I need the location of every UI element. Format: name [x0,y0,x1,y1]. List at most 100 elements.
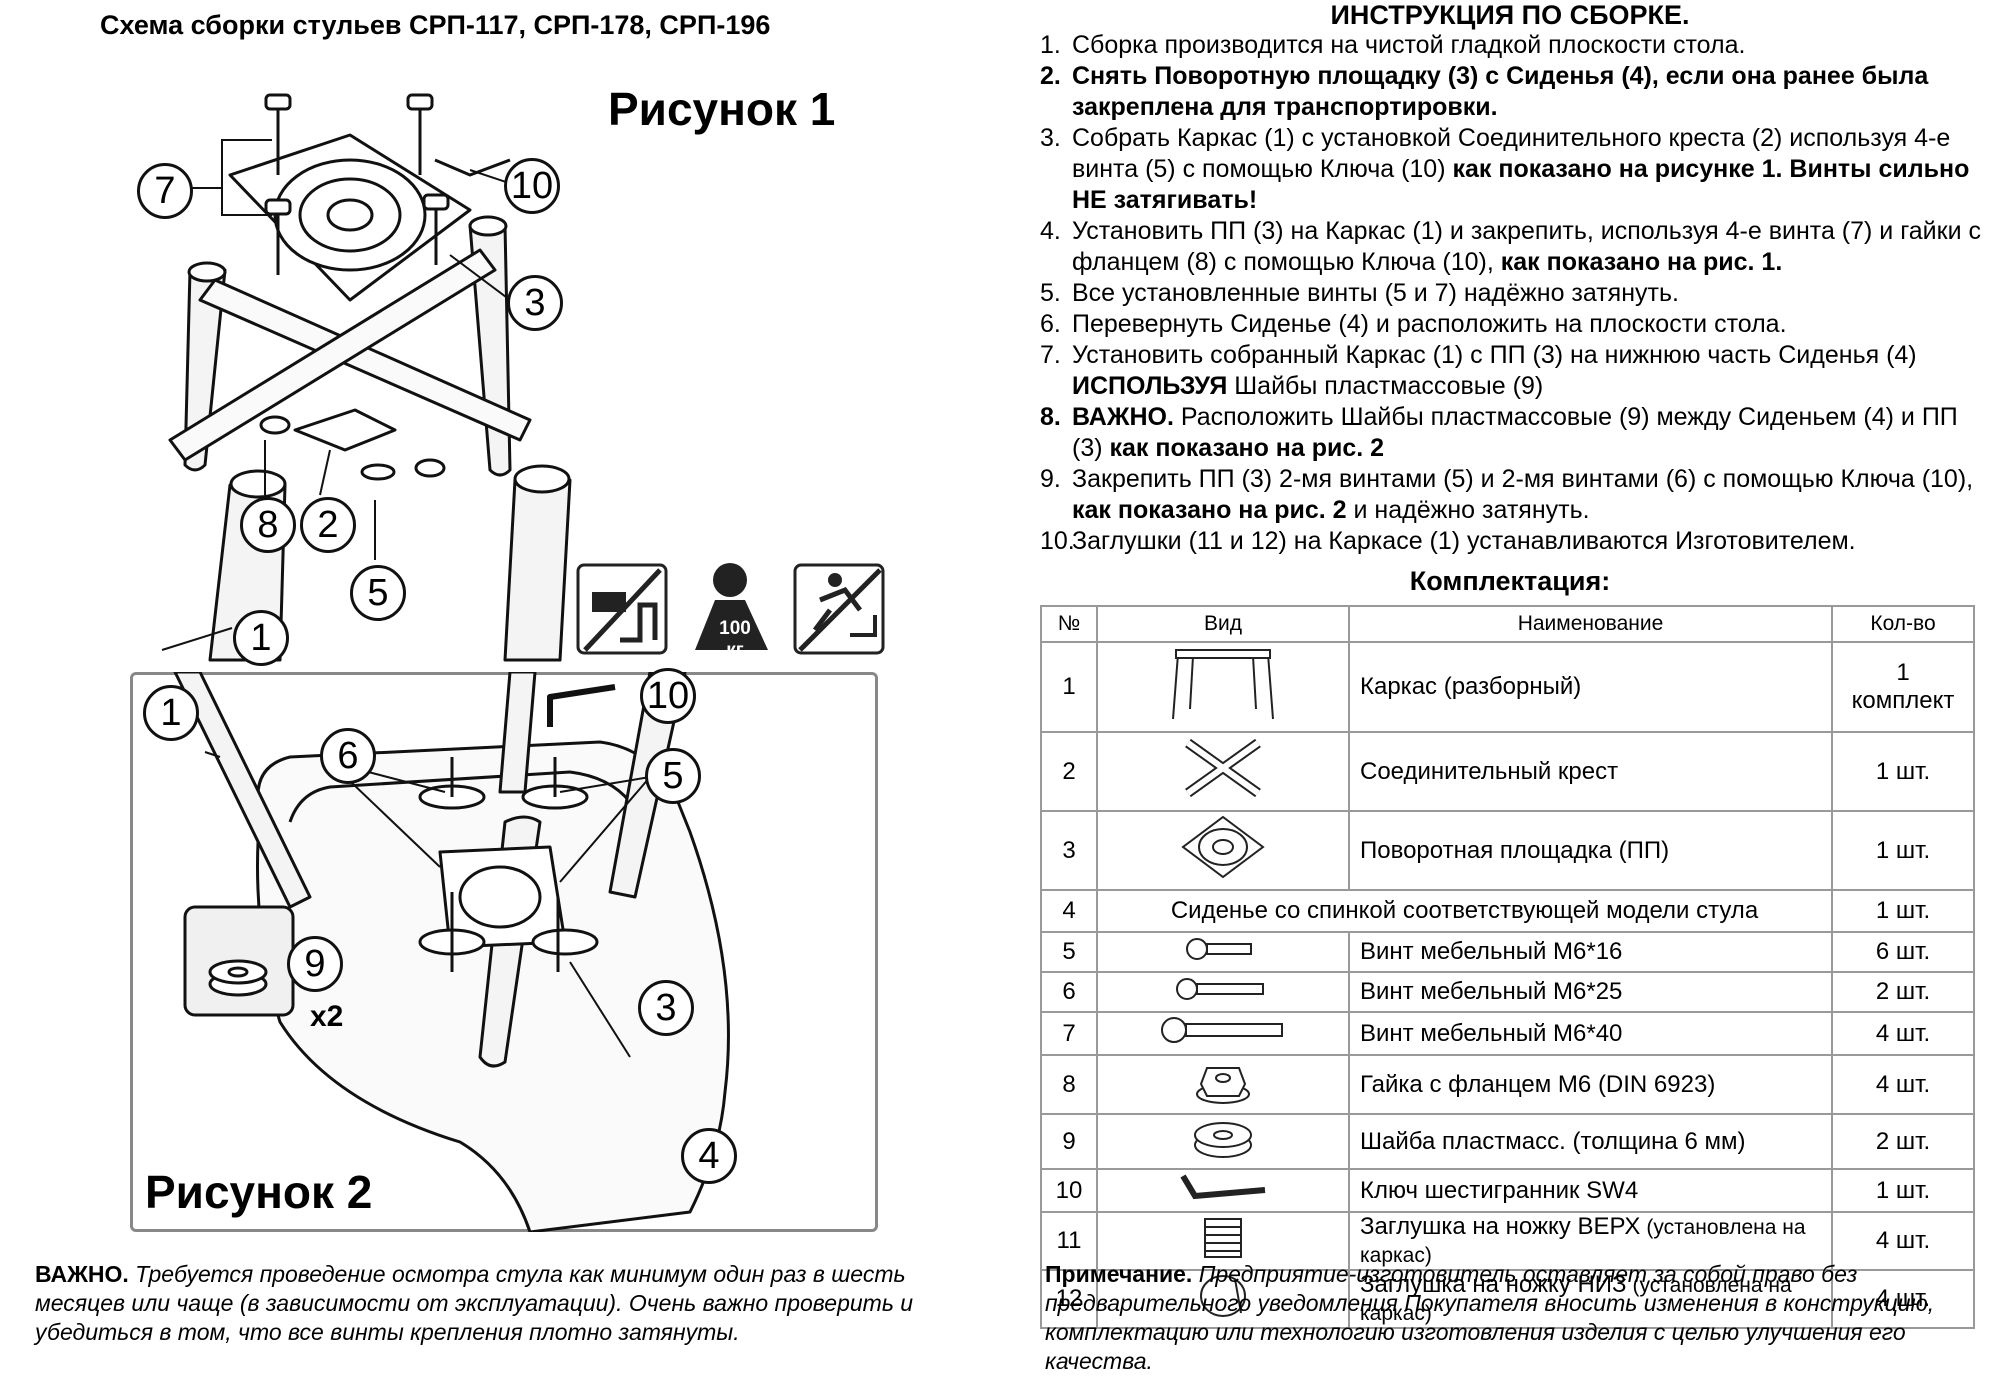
kit-table: № Вид Наименование Кол-во 1 Каркас (разбо… [1040,605,1975,1329]
step-text-part: Перевернуть Сиденье (4) и расположить на… [1072,310,1787,338]
kit-row-name: Соединительный крест [1348,731,1833,812]
important-label: ВАЖНО. [35,1261,129,1287]
step-number: 4. [1040,217,1061,245]
kit-row-name-text: Гайка с фланцем М6 (DIN 6923) [1360,1070,1716,1098]
kit-row-name-note: (установлена на каркас) [1360,1216,1806,1267]
step-text-part: Заглушки (11 и 12) на Каркасе (1) устана… [1072,527,1856,555]
kit-row-num: 4 [1040,889,1098,933]
step-text-part: ИСПОЛЬЗУЯ [1072,372,1228,400]
step-text: Установить собранный Каркас (1) с ПП (3)… [1072,340,1985,402]
kit-row-name: Винт мебельный М6*40 [1348,1011,1833,1056]
kit-header-row: № Вид Наименование Кол-во [1040,605,1975,643]
step-text: Перевернуть Сиденье (4) и расположить на… [1072,309,1985,340]
step-text-part: как показано на рис. 2 [1072,496,1347,524]
step-number: 5. [1040,279,1061,307]
step-5: 5.Все установленные винты (5 и 7) надёжн… [1040,278,1985,309]
callout-6-fig2: 6 [320,728,376,784]
step-10: 10. Заглушки (11 и 12) на Каркасе (1) ус… [1040,526,1985,557]
kit-row-name: Сиденье со спинкой соответствующей модел… [1096,889,1833,933]
kit-row-view [1096,971,1350,1013]
kit-row-name-text: Заглушка на ножку НИЗ [1360,1271,1627,1298]
step-number: 2. [1040,62,1061,90]
assembly-steps: 1. Сборка производится на чистой гладкой … [1040,30,1985,557]
kit-row-num: 1 [1040,641,1098,733]
important-text: Требуется проведение осмотра стула как м… [35,1261,914,1345]
col-name-header: Наименование [1348,605,1833,643]
callout-7: 7 [137,163,193,219]
step-number: 9. [1040,465,1061,493]
kit-row-name: Ключ шестигранник SW4 [1348,1168,1833,1213]
kit-row-view [1096,810,1350,891]
step-text-part: Установить собранный Каркас (1) с ПП (3)… [1072,341,1917,369]
callout-2: 2 [300,497,356,553]
cross-icon [1178,733,1268,810]
step-text-part: Сборка производится на чистой гладкой пл… [1072,31,1746,59]
kit-row-num: 7 [1040,1011,1098,1056]
callout-3: 3 [507,275,563,331]
step-text-part: как показано на рисунке 1. Винты сильно … [1072,155,1970,214]
step-text-part: Установить ПП (3) на Каркас (1) и закреп… [1072,217,1981,276]
kit-row-name: Каркас (разборный) [1348,641,1833,733]
step-number: 7. [1040,341,1061,369]
top-cap-icon [1193,1215,1253,1268]
kit-row-qty: 4 шт. [1831,1011,1975,1056]
washer-icon [1188,1115,1258,1168]
step-number: 8. [1040,403,1061,431]
kit-row: 8 Гайка с фланцем М6 (DIN 6923) 4 шт. [1040,1054,1975,1115]
washer-multiplier: x2 [310,1000,344,1033]
callout-3-fig2: 3 [638,980,694,1036]
kit-row-num: 8 [1040,1054,1098,1115]
kit-row-name-text: Винт мебельный М6*16 [1360,938,1623,965]
figure-1-title: Рисунок 1 [608,83,836,135]
step-3: 3. Собрать Каркас (1) с установкой Соедин… [1040,123,1985,216]
kit-row-view [1096,931,1350,973]
kit-row-name: Винт мебельный М6*16 [1348,931,1833,973]
callout-5: 5 [350,565,406,621]
callout-4-fig2: 4 [681,1128,737,1184]
frame-icon [1158,644,1288,731]
callout-9-fig2: 9 [287,936,343,992]
kit-row-num: 10 [1040,1168,1098,1213]
step-text: ВАЖНО. Расположить Шайбы пластмассовые (… [1072,402,1985,464]
note-text: Предприятие-изготовитель оставляет за со… [1045,1261,1935,1374]
kit-row-qty: 4 шт. [1831,1054,1975,1115]
step-text-part: Шайбы пластмассовые (9) [1227,372,1544,400]
step-7: 7. Установить собранный Каркас (1) с ПП (… [1040,340,1985,402]
step-4: 4. Установить ПП (3) на Каркас (1) и закр… [1040,216,1985,278]
step-2: 2. Снять Поворотную площадку (3) с Сидень… [1040,61,1985,123]
callout-8: 8 [240,497,296,553]
col-view-header: Вид [1096,605,1350,643]
bottom-cap-icon [1193,1273,1253,1326]
callout-1-fig2: 1 [143,685,199,741]
step-number: 3. [1040,124,1061,152]
step-text-part: Собрать Каркас (1) с установкой Соединит… [1072,124,1951,183]
kit-row-qty: 4 шт. [1831,1211,1975,1271]
kit-row-name: Заглушка на ножку ВЕРХ(установлена на ка… [1348,1211,1833,1271]
step-text-part: Снять Поворотную площадку (3) с Сиденья … [1072,62,1929,121]
kit-title: Комплектация: [1409,566,1611,596]
kit-row-num: 2 [1040,731,1098,812]
kit-row-view [1096,641,1350,733]
note-label: Примечание. [1045,1261,1193,1287]
kit-row-view [1096,1054,1350,1115]
step-number: 1. [1040,31,1061,59]
screw-short-icon [1183,934,1263,971]
kit-row-name-note: (установлена на каркас) [1360,1274,1792,1325]
figure-2-diagram [173,672,730,1232]
kit-row-qty: 2 шт. [1831,971,1975,1013]
weight-limit-label: 100 кг [719,618,751,661]
kit-row-name: Гайка с фланцем М6 (DIN 6923) [1348,1054,1833,1115]
step-9: 9.Закрепить ПП (3) 2-мя винтами (5) и 2-… [1040,464,1985,526]
step-text: Установить ПП (3) на Каркас (1) и закреп… [1072,216,1985,278]
instructions-title: ИНСТРУКЦИЯ ПО СБОРКЕ. [1330,0,1690,30]
kit-row-qty: 1 шт. [1831,889,1975,933]
kit-row-num: 3 [1040,810,1098,891]
hex-key-icon [1173,1170,1273,1211]
step-text-part: как показано на рис. 1. [1500,248,1783,276]
kit-row-name-text: Каркас (разборный) [1360,673,1582,700]
kit-row-name-text: Соединительный крест [1360,757,1619,785]
kit-row-qty: 4 шт. [1831,1269,1975,1329]
